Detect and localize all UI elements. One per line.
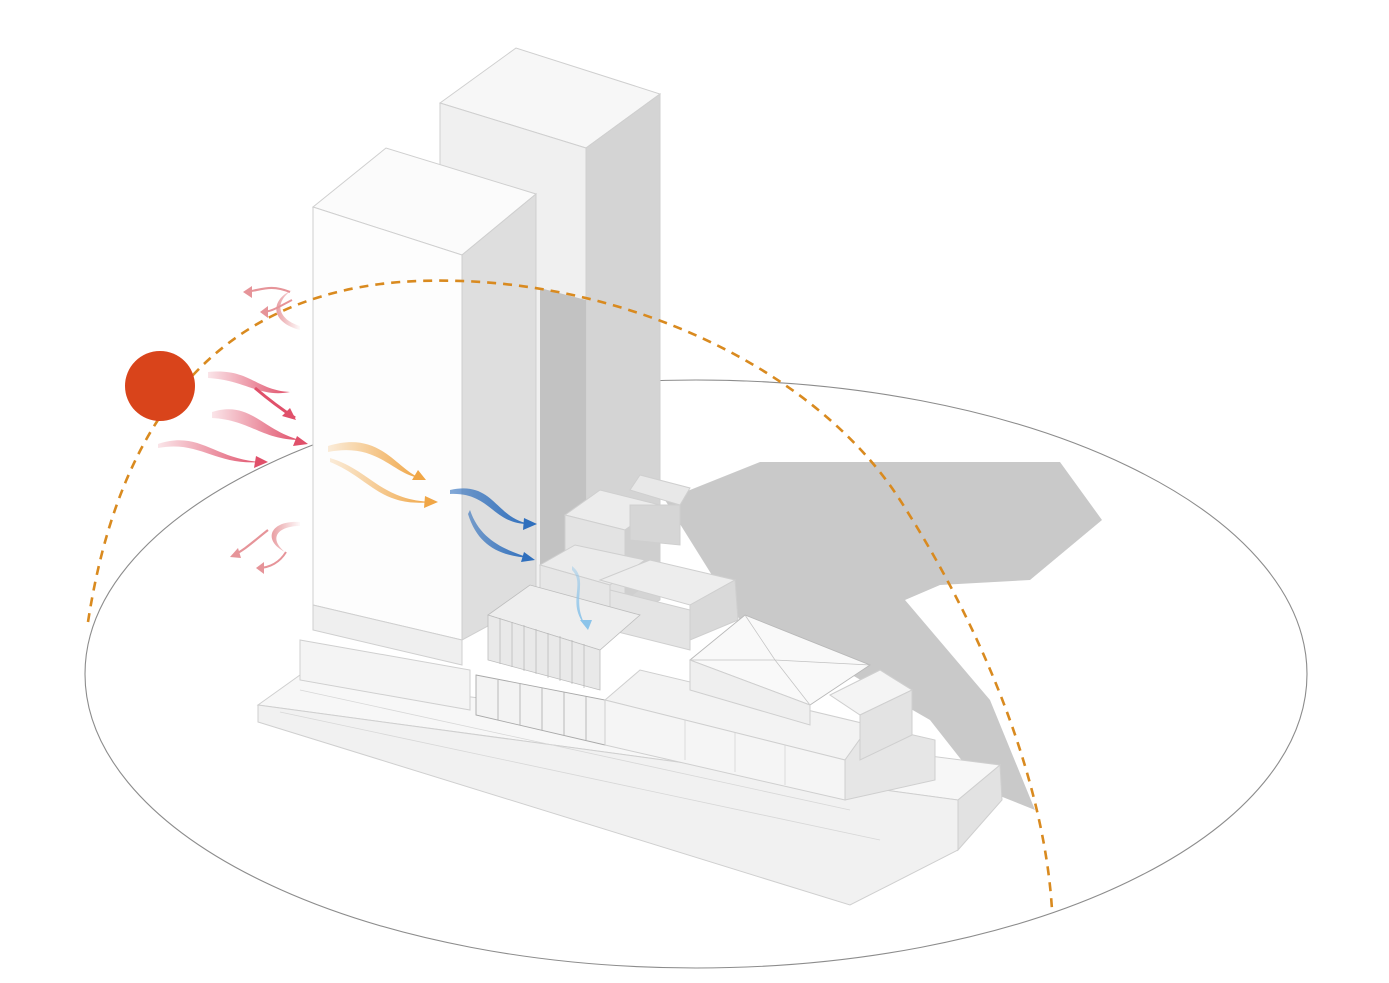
warm-air-arrow-icon xyxy=(328,442,420,478)
cool-air-arrows xyxy=(450,488,592,630)
sun-icon xyxy=(125,351,195,421)
hot-air-arrow-icon xyxy=(158,440,262,463)
warm-air-arrows xyxy=(328,442,438,508)
hip-roof-house xyxy=(603,614,936,801)
site-boundary-ellipse xyxy=(84,379,1308,969)
cool-air-arrow-icon xyxy=(450,488,532,525)
hot-air-arrow-icon xyxy=(208,371,290,394)
cool-air-arrow-icon xyxy=(572,566,586,626)
hot-air-arrow-icon xyxy=(212,409,300,440)
reflected-heat-arrows xyxy=(230,286,300,574)
reflected-heat-arrow-icon xyxy=(276,290,300,330)
courtyard-building xyxy=(475,474,739,746)
warm-air-arrow-icon xyxy=(330,458,432,503)
tower-shadow xyxy=(665,462,1102,810)
hot-air-arrows xyxy=(158,371,308,468)
reflected-heat-arrow-icon xyxy=(271,521,300,552)
front-tower xyxy=(311,147,538,666)
cool-air-arrow-icon xyxy=(468,510,530,558)
